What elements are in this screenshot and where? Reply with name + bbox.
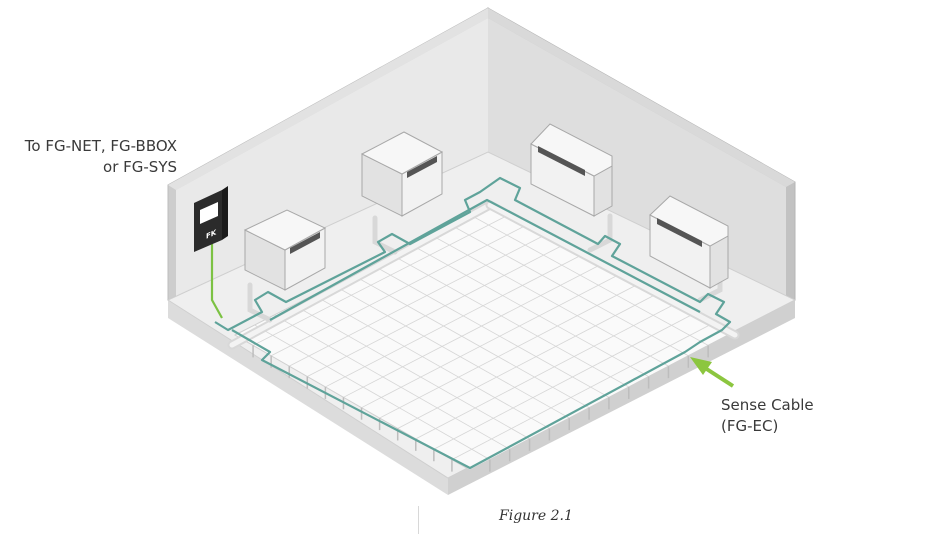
grid-line <box>352 274 590 409</box>
sense-cable-route <box>214 176 732 470</box>
leak-detection-controller-icon: FK <box>194 186 228 252</box>
floor-grid-lines <box>252 214 710 460</box>
sense-cable-main-loop <box>214 176 732 470</box>
arrow-shaft <box>700 364 735 388</box>
grid-line <box>430 234 669 367</box>
grid-line <box>397 294 655 429</box>
controller-badge: FK <box>206 227 216 240</box>
grid-line <box>252 214 509 346</box>
main-pipe-right-highlight <box>487 202 738 338</box>
ac-unit-1-vent <box>290 232 320 254</box>
grid-line <box>411 244 649 377</box>
grid-line <box>391 254 629 388</box>
grid-line <box>470 214 709 346</box>
caption-divider <box>418 506 419 534</box>
branch-pipe-unit-3 <box>587 213 613 253</box>
sense-cable-line-1: Sense Cable <box>721 396 814 414</box>
grid-line <box>332 284 570 419</box>
grid-line <box>451 324 710 460</box>
ac-unit-4-vent <box>657 218 702 247</box>
grid-line <box>415 304 674 440</box>
floor-edge-left <box>168 300 448 495</box>
pointer-arrow-icon <box>690 357 735 388</box>
grid-line <box>361 274 619 409</box>
grid-line <box>293 304 530 440</box>
ac-unit-2-vent <box>407 156 437 178</box>
grid-line <box>270 224 527 357</box>
air-conditioning-unit-icon <box>243 209 327 291</box>
room-walls <box>167 7 796 301</box>
air-conditioning-unit-icon <box>649 195 729 289</box>
air-conditioning-unit-icon <box>530 123 613 217</box>
grid-line <box>433 314 692 450</box>
grid-line <box>372 264 610 398</box>
air-conditioning-unit-icon <box>360 131 444 217</box>
wall-top-right-rim <box>488 8 795 187</box>
figure-caption: Figure 2.1 <box>499 508 573 524</box>
ac-unit-1-top <box>243 209 327 251</box>
controller-screen <box>200 202 218 224</box>
controller-target-line-1: To FG-NET, FG-BBOX <box>24 137 177 155</box>
arrow-head <box>690 357 712 375</box>
branch-pipe-unit-2 <box>372 215 398 255</box>
wall-top-left-rim <box>168 8 488 190</box>
sense-cable-inner-run <box>269 198 701 321</box>
ac-unit-2-top <box>360 131 444 175</box>
sense-cable-label: Sense Cable (FG-EC) <box>721 395 814 437</box>
grid-line <box>379 284 637 419</box>
controller-wire <box>210 244 223 319</box>
grid-line <box>254 324 491 460</box>
grid-line <box>343 264 601 398</box>
ac-unit-3-vent <box>538 146 585 176</box>
grid-line <box>325 254 582 388</box>
main-pipe-left-highlight <box>229 202 493 348</box>
grid-line <box>289 234 546 367</box>
controller-side <box>222 186 228 240</box>
grid-line <box>313 294 550 429</box>
controller-target-label: To FG-NET, FG-BBOX or FG-SYS <box>25 136 177 178</box>
grid-line <box>307 244 564 377</box>
grid-line <box>274 314 510 450</box>
branch-pipe-unit-1 <box>247 282 273 323</box>
sense-cable-line-2: (FG-EC) <box>721 417 779 435</box>
controller-target-line-2: or FG-SYS <box>103 158 177 176</box>
grid-line <box>450 224 689 357</box>
